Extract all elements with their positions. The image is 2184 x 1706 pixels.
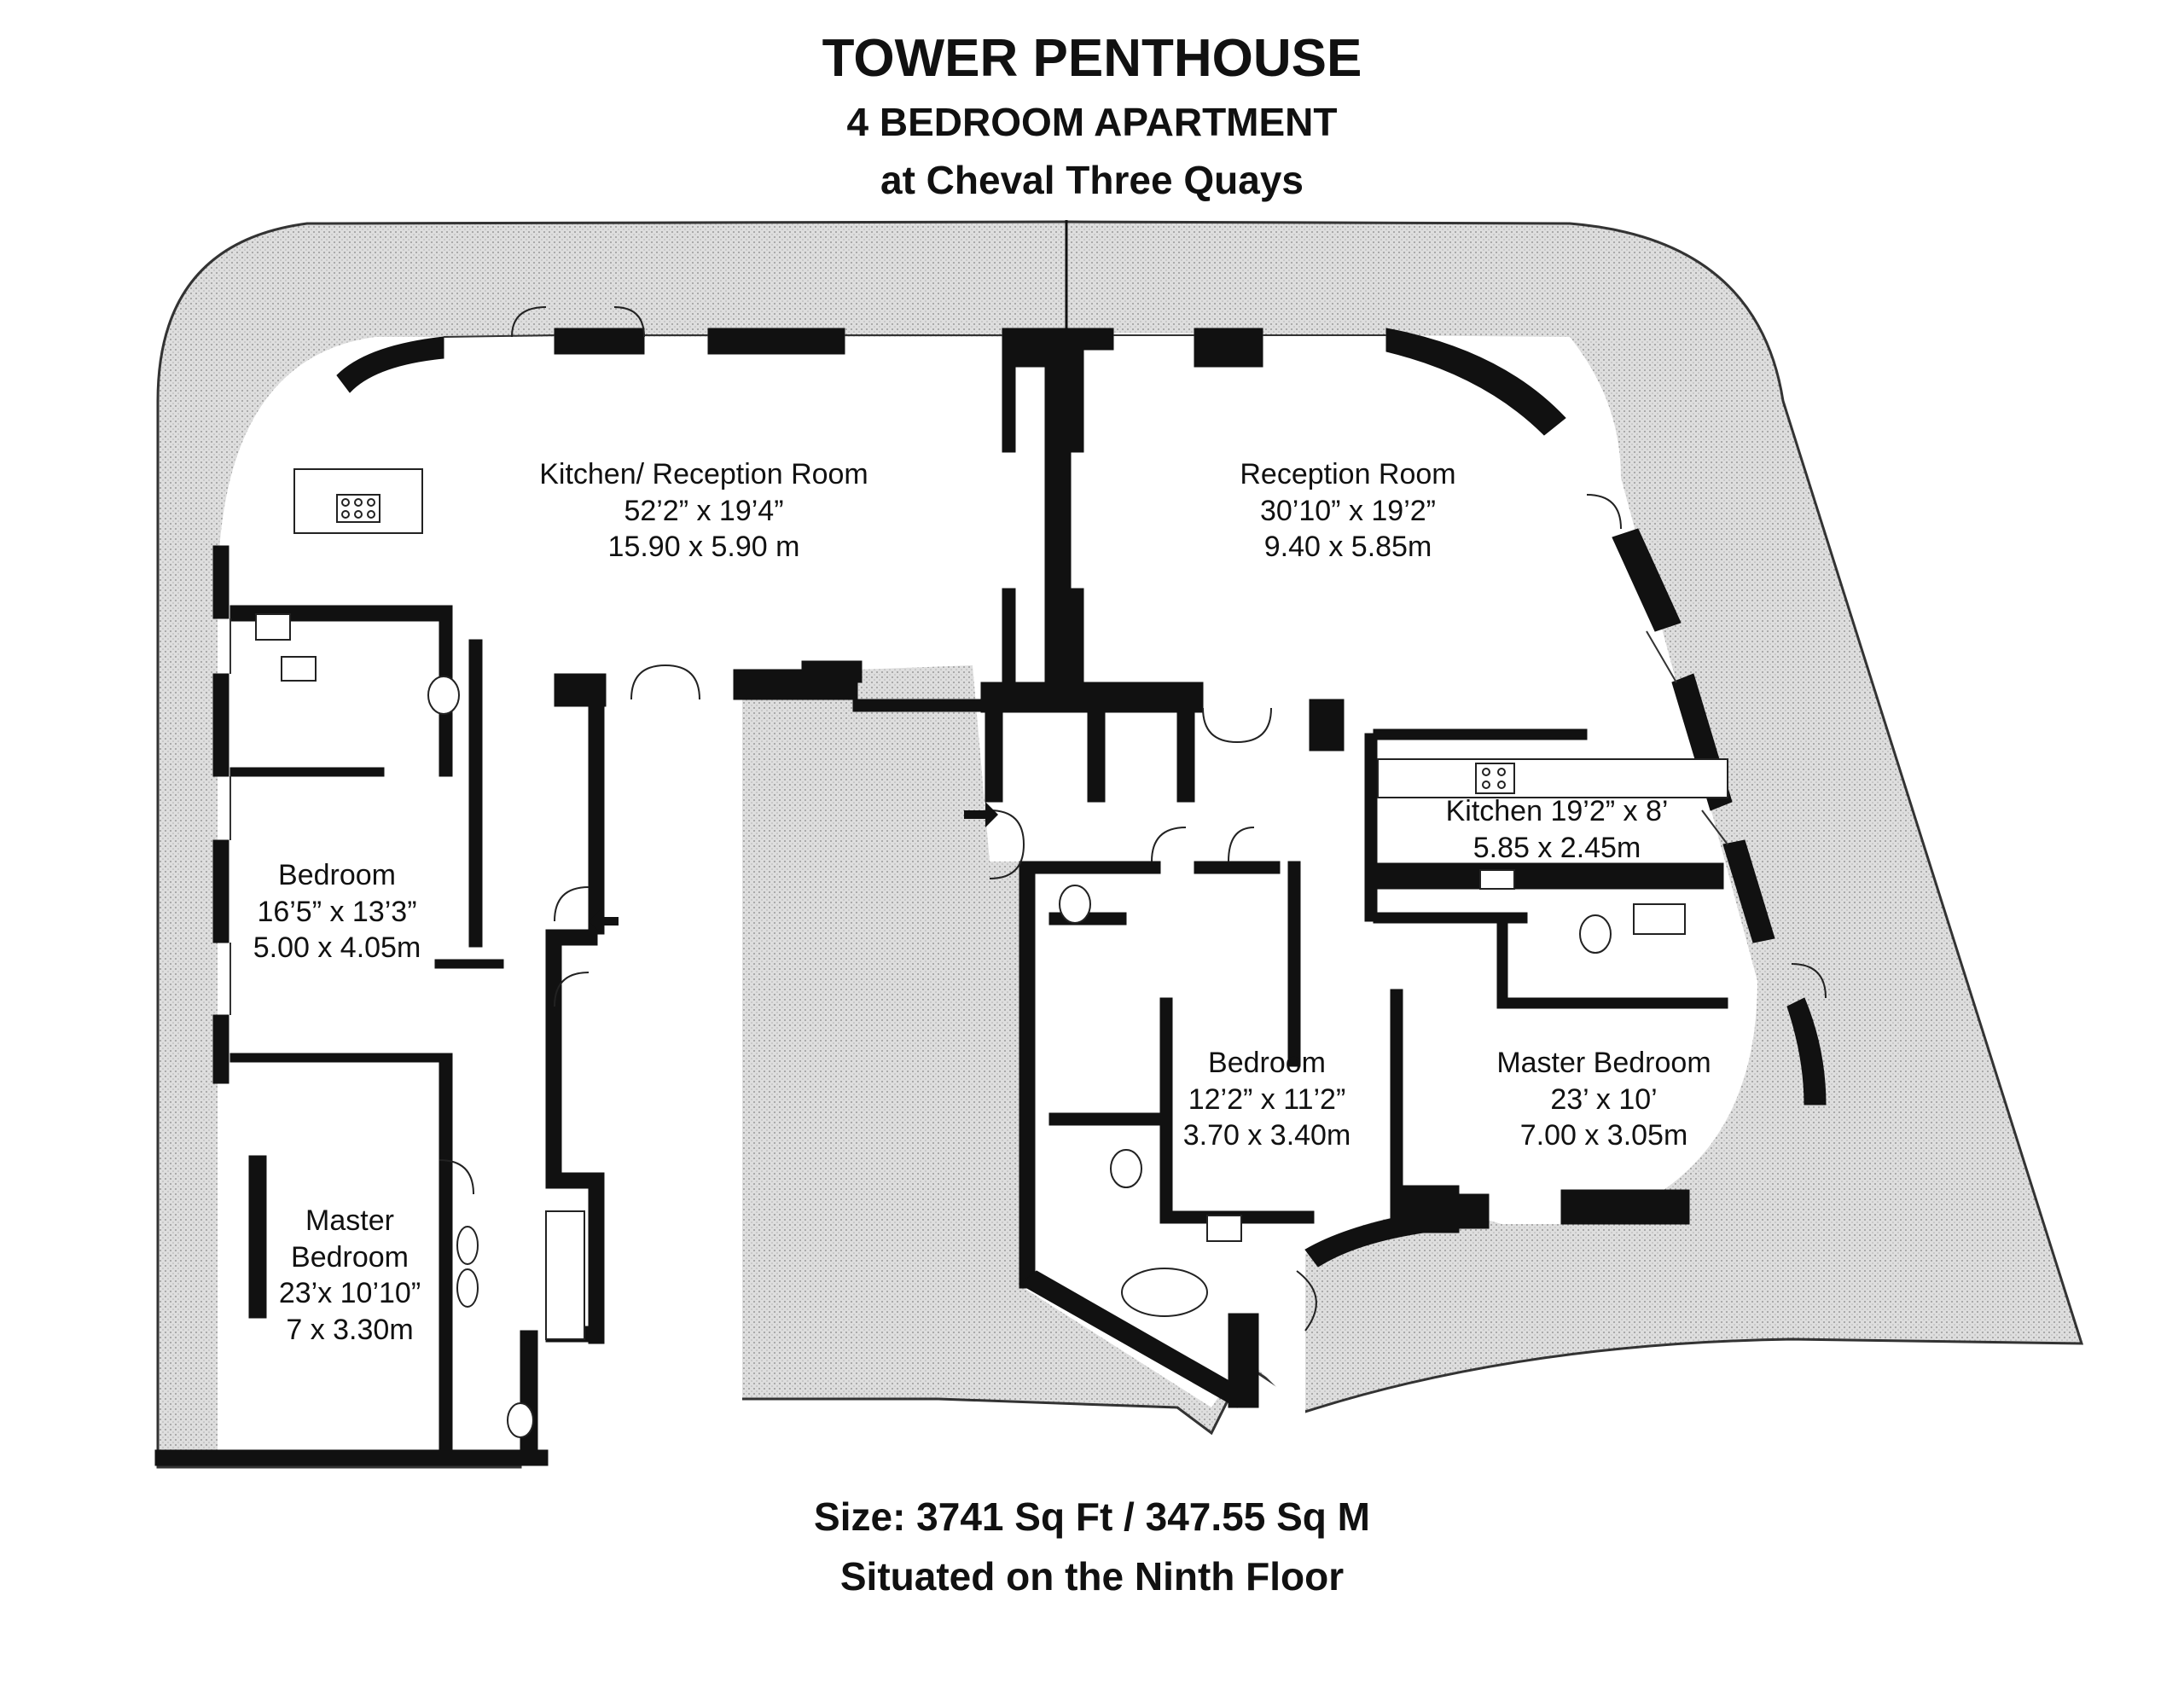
wall-left-outer-4 (212, 1014, 229, 1084)
wall-left-partition-5 (468, 639, 483, 948)
wall-entry-2 (1087, 707, 1106, 803)
wall-bath-2 (1048, 1112, 1170, 1126)
room-name: Bedroom (1208, 1047, 1326, 1079)
wall-bed-center-r (1287, 861, 1301, 1067)
wall-left-partition (229, 1053, 444, 1063)
size-info: Size: 3741 Sq Ft / 347.55 Sq M (814, 1494, 1370, 1539)
wall-kitchen-top (1309, 699, 1345, 751)
plan-title: TOWER PENTHOUSE (822, 29, 1362, 88)
room-metric: 7 x 3.30m (286, 1313, 414, 1346)
kitchen-counter (1377, 758, 1728, 890)
entry-arrows (589, 802, 998, 934)
wall-left-stair (588, 1172, 605, 1344)
room-kitchen-reception: Kitchen/ Reception Room 52’2” x 19’4” 15… (495, 456, 913, 566)
wall-right-outer-1 (1612, 528, 1682, 632)
bathroom-fixtures (255, 613, 1686, 1438)
wall-corridor (545, 933, 562, 1182)
wall-corridor-2 (588, 677, 605, 935)
room-name: Bedroom (278, 859, 396, 891)
wall-left-outer-3 (212, 839, 229, 943)
room-metric: 3.70 x 3.40m (1182, 1119, 1351, 1152)
interior-floor (218, 333, 1757, 1450)
room-imperial: 30’10” x 19’2” (1259, 494, 1436, 527)
wall-left-outer-1 (212, 545, 229, 619)
room-imperial: 12’2” x 11’2” (1188, 1082, 1346, 1116)
room-master-left: Master Bedroom 23’x 10’10” 7 x 3.30m (269, 1203, 431, 1348)
room-imperial: 23’x 10’10” (278, 1277, 421, 1309)
wall-top-arc-right (1385, 328, 1566, 436)
room-imperial: 16’5” x 13’3” (257, 895, 417, 928)
wall-bed-center-left (1019, 861, 1036, 1289)
plan-subtitle: 4 BEDROOM APARTMENT (846, 100, 1338, 144)
wall-bottom-left (154, 1449, 549, 1466)
wall-top-arc-left (336, 336, 444, 393)
room-imperial: 52’2” x 19’4” (624, 494, 784, 527)
wall-ensuite-v (1496, 912, 1508, 1007)
wall-master-right-top (1373, 912, 1528, 924)
room-imperial: 23’ x 10’ (1550, 1082, 1658, 1116)
wall-closet-1 (1002, 340, 1016, 453)
window-lines (229, 334, 1728, 1015)
wall-left-partition-7 (434, 959, 504, 969)
room-reception: Reception Room 30’10” x 19’2” 9.40 x 5.8… (1177, 456, 1519, 566)
wall-corridor-top (545, 929, 598, 946)
entry-arrow-left (589, 908, 619, 934)
room-name: Kitchen 19’2” x 8’ (1445, 795, 1669, 827)
room-name-line2: Bedroom (291, 1240, 409, 1274)
wall-kitchen-rec-bottom-2 (801, 660, 863, 683)
plan-location: at Cheval Three Quays (880, 158, 1304, 202)
room-metric: 5.00 x 4.05m (253, 931, 421, 964)
wall-closet-2 (1002, 588, 1016, 683)
wall-left-outer-2 (212, 673, 229, 777)
door-swings (439, 306, 1827, 1332)
wall-master-right-left-2 (1390, 1185, 1460, 1233)
wall-right-outer-3 (1722, 839, 1775, 943)
room-name: Reception Room (1240, 458, 1456, 490)
room-name: Kitchen/ Reception Room (539, 458, 868, 490)
wall-left-tower (520, 1330, 538, 1459)
room-name-line1: Master (305, 1204, 394, 1237)
wall-kitchen-left (1364, 733, 1378, 922)
kitchen-island (293, 468, 423, 534)
room-metric: 9.40 x 5.85m (1263, 531, 1432, 563)
wall-bed-center-top (1031, 861, 1161, 874)
wall-entry-3 (1176, 707, 1195, 803)
room-metric: 15.90 x 5.90 m (607, 531, 800, 563)
wall-closet-3 (1070, 340, 1084, 453)
wall-kitchen-bottom (1364, 862, 1724, 890)
footer-block: Size: 3741 Sq Ft / 347.55 Sq M Situated … (0, 1497, 2184, 1616)
room-kitchen: Kitchen 19’2” x 8’ 5.85 x 2.45m (1416, 793, 1698, 866)
wall-spine-base (980, 682, 1204, 713)
wall-top-4 (1194, 328, 1263, 368)
wall-kitchen-bar (1373, 728, 1588, 740)
room-bedroom-center: Bedroom 12’2” x 11’2” 3.70 x 3.40m (1169, 1045, 1365, 1154)
room-name: Master Bedroom (1496, 1047, 1711, 1079)
wall-bath-corner (1228, 1313, 1259, 1408)
wall-corridor-3 (554, 673, 607, 707)
wall-top-2 (707, 328, 845, 355)
wall-left-partition-6 (439, 1053, 453, 1455)
wall-kitchen-rec-bottom-3 (852, 699, 982, 712)
room-bedroom-left: Bedroom 16’5” x 13’3” 5.00 x 4.05m (239, 857, 435, 966)
wall-closet-4 (1070, 588, 1084, 683)
title-block: TOWER PENTHOUSE 4 BEDROOM APARTMENT at C… (0, 32, 2184, 218)
wall-left-outer-5 (248, 1155, 267, 1319)
wall-top-1 (554, 328, 645, 355)
walls (154, 328, 1827, 1466)
room-master-right: Master Bedroom 23’ x 10’ 7.00 x 3.05m (1476, 1045, 1732, 1154)
wall-master-right-left (1390, 989, 1403, 1195)
wall-spine (1044, 328, 1072, 696)
wall-right-outer-4 (1786, 997, 1827, 1105)
wall-entry-1 (985, 707, 1003, 803)
wall-bed-center-top-2 (1194, 861, 1281, 874)
room-metric: 5.85 x 2.45m (1472, 831, 1641, 864)
wall-right-bottom-1 (1560, 1189, 1690, 1225)
floor-info: Situated on the Ninth Floor (839, 1554, 1345, 1599)
entry-arrow-main (964, 802, 998, 827)
wall-ensuite (1496, 997, 1728, 1009)
room-metric: 7.00 x 3.05m (1519, 1119, 1688, 1152)
wall-left-partition-2 (229, 767, 385, 777)
